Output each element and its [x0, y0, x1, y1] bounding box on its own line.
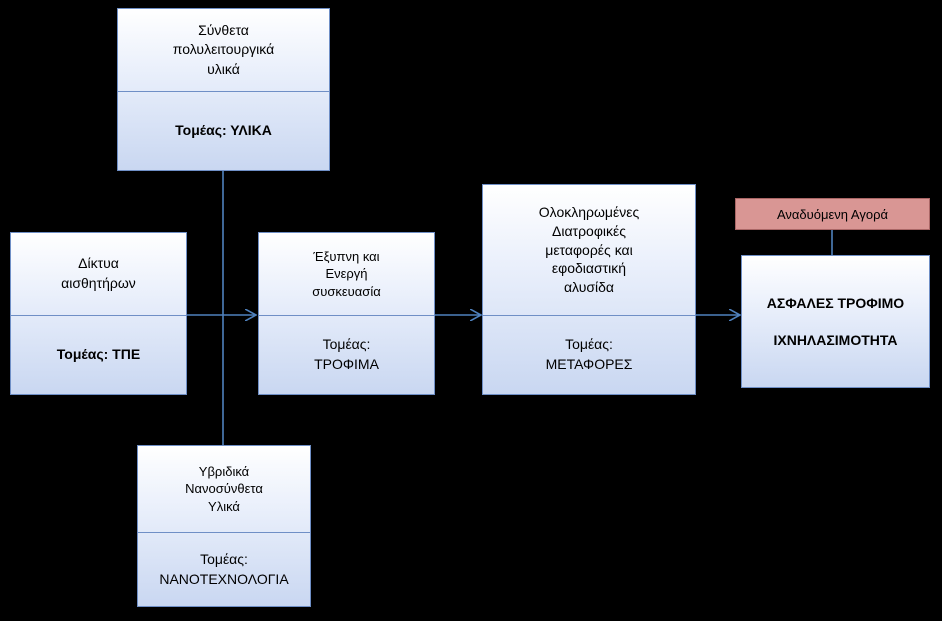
packaging-title: Έξυπνη και Ενεργή συσκευασία — [312, 248, 381, 299]
composites-title: Σύνθετα πολυλειτουργικά υλικά — [172, 21, 275, 77]
outcome-traceability: ΙΧΝΗΛΑΣΙΜΟΤΗΤΑ — [773, 331, 898, 348]
transport-sector: Τομέας: ΜΕΤΑΦΟΡΕΣ — [483, 315, 695, 394]
hybrid-box: Υβριδικά Νανοσύνθετα Υλικά Τομέας: ΝΑΝΟΤ… — [137, 445, 311, 607]
sensors-sector: Τομέας: ΤΠΕ — [11, 315, 186, 394]
emerging-market-label: Αναδυόμενη Αγορά — [735, 198, 930, 230]
composites-box: Σύνθετα πολυλειτουργικά υλικά Τομέας: ΥΛ… — [117, 8, 330, 171]
transport-title: Ολοκληρωμένες Διατροφικές μεταφορές και … — [538, 203, 640, 296]
hybrid-title: Υβριδικά Νανοσύνθετα Υλικά — [185, 463, 263, 514]
packaging-sector: Τομέας: ΤΡΟΦΙΜΑ — [259, 315, 434, 394]
hybrid-sector: Τομέας: ΝΑΝΟΤΕΧΝΟΛΟΓΙΑ — [138, 532, 310, 606]
composites-sector: Τομέας: ΥΛΙΚΑ — [118, 91, 329, 170]
outcome-box: ΑΣΦΑΛΕΣ ΤΡΟΦΙΜΟ ΙΧΝΗΛΑΣΙΜΟΤΗΤΑ — [741, 255, 930, 388]
sensors-title: Δίκτυα αισθητήρων — [61, 255, 136, 291]
transport-box: Ολοκληρωμένες Διατροφικές μεταφορές και … — [482, 184, 696, 395]
packaging-box: Έξυπνη και Ενεργή συσκευασία Τομέας: ΤΡΟ… — [258, 232, 435, 395]
outcome-food-safety: ΑΣΦΑΛΕΣ ΤΡΟΦΙΜΟ — [766, 295, 905, 312]
sensors-box: Δίκτυα αισθητήρων Τομέας: ΤΠΕ — [10, 232, 187, 395]
